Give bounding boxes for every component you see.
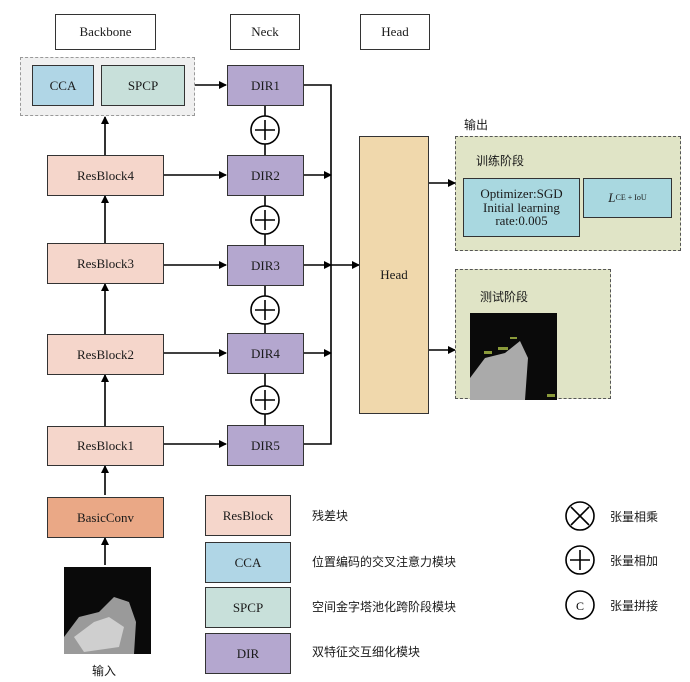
resblock3: ResBlock3 xyxy=(47,243,164,284)
optimizer-line2: Initial learning xyxy=(483,199,560,215)
resblock1: ResBlock1 xyxy=(47,426,164,466)
dir3-block: DIR3 xyxy=(227,245,304,286)
header-backbone: Backbone xyxy=(55,14,156,50)
legend-add-desc: 张量相加 xyxy=(610,554,659,568)
optimizer-block: Optimizer:SGD Initial learning rate:0.00… xyxy=(463,178,580,237)
output-label: 输出 xyxy=(464,118,489,132)
resblock2: ResBlock2 xyxy=(47,334,164,375)
training-title: 训练阶段 xyxy=(476,154,525,168)
add-icon xyxy=(250,385,280,415)
concat-symbol: C xyxy=(576,599,584,613)
loss-subscript: CE + IoU xyxy=(615,192,647,202)
legend-spcp: SPCP xyxy=(205,587,291,628)
add-icon xyxy=(565,545,595,575)
legend-cca-desc: 位置编码的交叉注意力模块 xyxy=(312,555,457,569)
input-label: 输入 xyxy=(92,664,117,678)
legend-concat-desc: 张量拼接 xyxy=(610,599,659,613)
cca-block: CCA xyxy=(32,65,94,106)
basicconv-block: BasicConv xyxy=(47,497,164,538)
legend-resblock: ResBlock xyxy=(205,495,291,536)
legend-dir: DIR xyxy=(205,633,291,674)
resblock4: ResBlock4 xyxy=(47,155,164,196)
legend-cca: CCA xyxy=(205,542,291,583)
testing-title: 测试阶段 xyxy=(480,290,529,304)
head-block: Head xyxy=(359,136,429,414)
loss-symbol: L xyxy=(608,190,616,206)
legend-dir-desc: 双特征交互细化模块 xyxy=(312,645,421,659)
add-icon xyxy=(250,205,280,235)
legend-multiply-desc: 张量相乘 xyxy=(610,510,659,524)
legend-spcp-desc: 空间金字塔池化跨阶段模块 xyxy=(312,600,457,614)
multiply-icon xyxy=(565,501,595,531)
dir1-block: DIR1 xyxy=(227,65,304,106)
header-head: Head xyxy=(360,14,430,50)
test-result-image xyxy=(470,313,557,400)
input-image xyxy=(64,567,151,654)
concat-icon xyxy=(565,590,595,620)
optimizer-line1: Optimizer:SGD xyxy=(480,186,563,202)
add-icon xyxy=(250,115,280,145)
optimizer-line3: rate:0.005 xyxy=(495,213,548,229)
header-neck: Neck xyxy=(230,14,300,50)
dir4-block: DIR4 xyxy=(227,333,304,374)
add-icon xyxy=(250,295,280,325)
legend-resblock-desc: 残差块 xyxy=(312,509,349,523)
dir5-block: DIR5 xyxy=(227,425,304,466)
dir2-block: DIR2 xyxy=(227,155,304,196)
spcp-block: SPCP xyxy=(101,65,185,106)
